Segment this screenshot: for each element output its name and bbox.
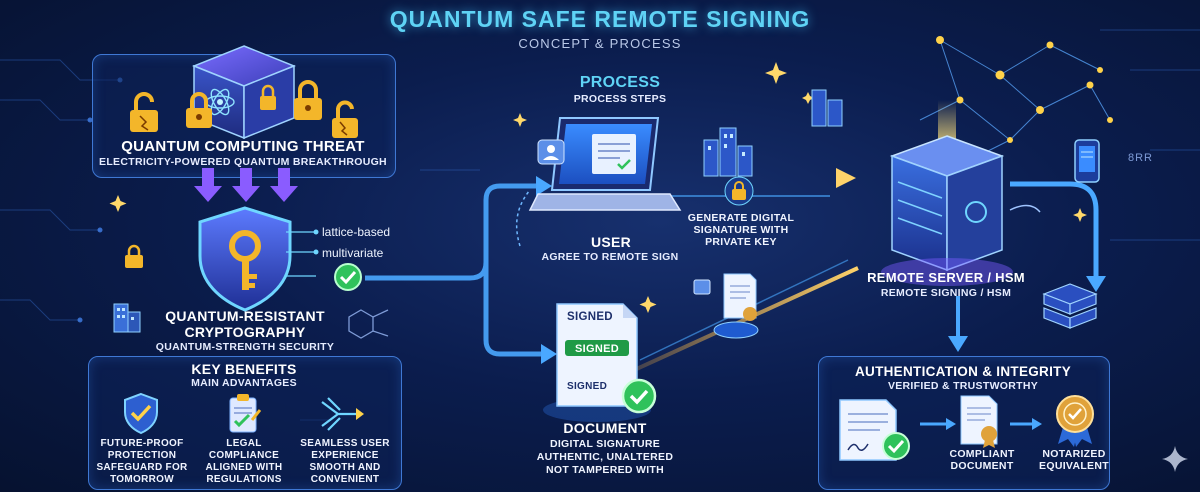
floating-document-icon <box>693 273 759 339</box>
signed-stamp-1: SIGNED <box>567 311 613 323</box>
broken-lock-icon <box>130 92 158 132</box>
crypto-subtitle: QUANTUM-STRENGTH SECURITY <box>155 341 335 353</box>
threat-title: QUANTUM COMPUTING THREAT <box>121 138 365 155</box>
clipboard-check-icon <box>229 394 262 433</box>
benefits-subtitle: MAIN ADVANTAGES <box>191 377 297 389</box>
city-icon <box>703 127 753 177</box>
auth-subtitle: VERIFIED & TRUSTWORTHY <box>887 380 1039 392</box>
lock-icon-2 <box>294 80 322 120</box>
crypto-title-line1: QUANTUM-RESISTANT <box>165 308 325 324</box>
process-title: PROCESS <box>579 74 661 91</box>
benefits-title: KEY BENEFITS <box>191 361 297 377</box>
page-title: QUANTUM SAFE REMOTE SIGNING <box>389 6 811 32</box>
small-lock-icon <box>125 244 143 268</box>
document-signed-icon <box>543 303 657 422</box>
broken-lock-icon-2 <box>332 100 358 138</box>
shield-key-icon <box>198 206 292 312</box>
method-connectors <box>286 229 319 277</box>
threat-arrows <box>194 168 298 202</box>
crypto-title-line2: CRYPTOGRAPHY <box>184 324 306 340</box>
lock-icon <box>186 92 212 128</box>
molecule-icon <box>348 309 389 339</box>
server-subtitle: REMOTE SIGNING / HSM <box>880 287 1012 299</box>
document-title: DOCUMENT <box>563 420 647 436</box>
user-subtitle: AGREE TO REMOTE SIGN <box>541 251 679 263</box>
server-city-icon <box>811 89 843 127</box>
user-title: USER <box>590 234 632 250</box>
building-icon <box>113 303 141 333</box>
page-subtitle: CONCEPT & PROCESS <box>518 36 682 51</box>
sparkle-logo-icon <box>1162 446 1188 472</box>
method-lattice: lattice-based <box>322 225 391 239</box>
flow-arrows-icon <box>321 397 364 431</box>
method-multivariate: multivariate <box>322 246 384 260</box>
laptop-icon <box>528 117 682 211</box>
notary-seal-icon <box>1056 395 1094 447</box>
signed-stamp-2: SIGNED <box>575 343 619 355</box>
signed-stamp-3: SIGNED <box>567 381 608 392</box>
server-stack-icon <box>1042 283 1098 329</box>
threat-subtitle: ELECTRICITY-POWERED QUANTUM BREAKTHROUGH <box>99 156 387 168</box>
check-circle-icon <box>334 263 362 291</box>
flow-lock-icon <box>724 176 754 206</box>
phone-icon <box>1074 139 1100 183</box>
signed-contract-icon <box>839 399 910 461</box>
process-subtitle: PROCESS STEPS <box>573 93 667 105</box>
deco-code: 8RR <box>1128 152 1154 164</box>
auth-title: AUTHENTICATION & INTEGRITY <box>854 364 1072 379</box>
auth-arrow-2 <box>1010 418 1042 430</box>
compliant-document-icon <box>960 395 998 448</box>
auth-arrow-1 <box>920 418 956 430</box>
shield-check-icon <box>124 392 158 435</box>
server-hsm-icon <box>881 100 1013 286</box>
server-title: REMOTE SERVER / HSM <box>867 270 1025 285</box>
